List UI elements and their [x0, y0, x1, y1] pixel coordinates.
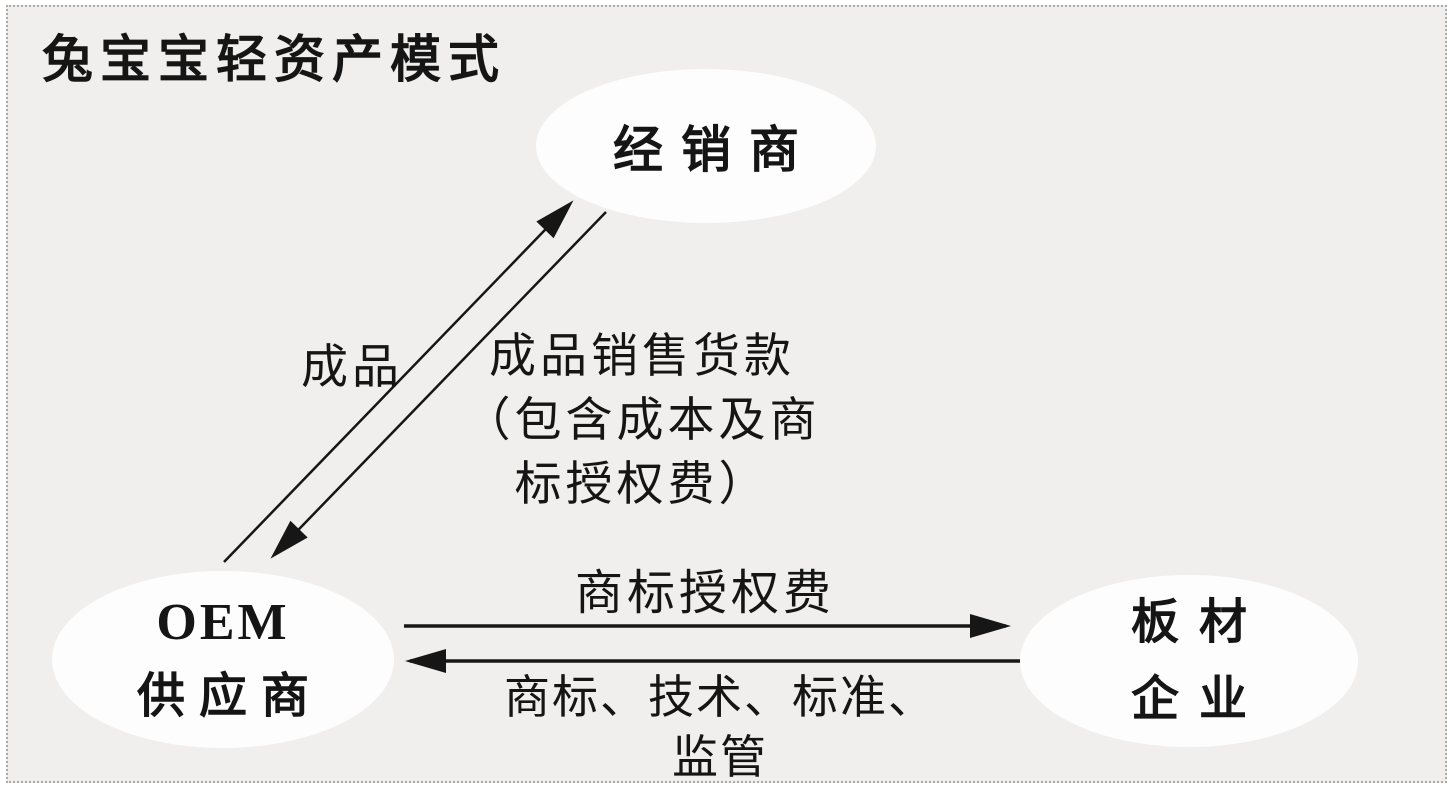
edge-label-services: 商标、技术、标准、 监管	[504, 668, 936, 788]
edge-label-finished-goods: 成品	[301, 342, 403, 394]
node-dealer: 经销商	[536, 69, 876, 223]
diagram-title: 兔宝宝轻资产模式	[42, 33, 507, 89]
arrow-finished-goods	[223, 200, 574, 563]
edge-label-sales-payment: 成品销售货款 （包含成本及商 标授权费）	[464, 325, 821, 517]
node-oem-supplier: OEM 供应商	[52, 571, 394, 748]
node-board-label-line2: 企业	[1130, 673, 1267, 726]
edge-label-services-line1: 商标、技术、标准、	[504, 672, 936, 723]
edge-label-sales-payment-line1: 成品销售货款	[489, 331, 795, 383]
edge-label-services-line2: 监管	[672, 732, 768, 783]
node-dealer-label: 经销商	[613, 122, 817, 178]
node-oem-label-line2: 供应商	[136, 669, 323, 723]
edge-label-sales-payment-line2: （包含成本及商	[463, 395, 821, 447]
edge-label-royalty: 商标授权费	[574, 567, 836, 620]
edge-label-sales-payment-line3: 标授权费）	[514, 459, 770, 511]
node-oem-label-line1: OEM	[156, 593, 290, 651]
node-board-enterprise: 板材 企业	[1020, 575, 1358, 747]
node-board-label-line1: 板材	[1130, 596, 1267, 649]
arrow-sales-payment	[270, 211, 607, 559]
